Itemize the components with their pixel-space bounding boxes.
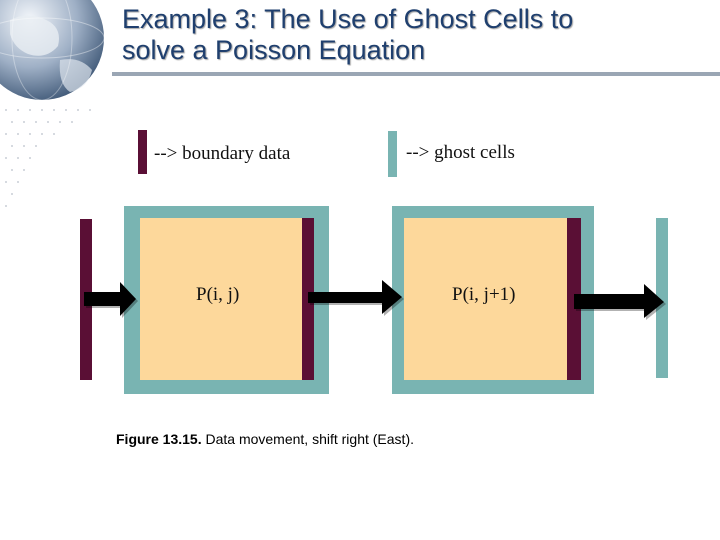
figure-caption: Figure 13.15. Data movement, shift right… — [116, 431, 414, 447]
figure-number: Figure 13.15. — [116, 431, 202, 447]
figure-caption-text: Data movement, shift right (East). — [202, 431, 414, 447]
arrow-left-to-right-cell — [308, 280, 404, 316]
arrow-into-left-cell — [84, 282, 138, 318]
arrow-out-of-right-cell — [574, 284, 666, 320]
